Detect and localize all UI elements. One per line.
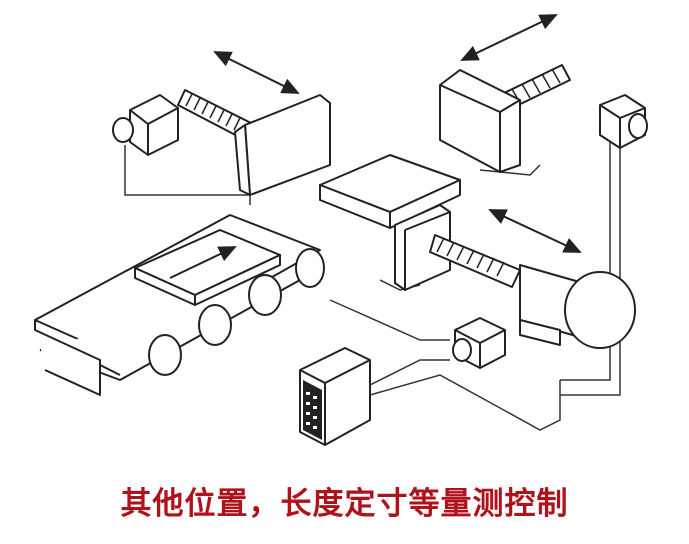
controller-keypad (303, 380, 322, 440)
roller (148, 334, 182, 376)
bottom-camera-sensor (452, 317, 506, 369)
right-pusher-plate (439, 14, 571, 173)
center-pusher-motor (394, 204, 636, 349)
signal-wires (124, 140, 621, 431)
roller (198, 304, 232, 346)
right-motion-arrow (460, 14, 558, 61)
left-motion-arrow (213, 51, 300, 94)
center-motion-arrow (488, 209, 582, 253)
controller-unit (299, 347, 371, 446)
right-camera-sensor (599, 94, 648, 149)
conveyor-belt (34, 214, 325, 396)
roller (295, 248, 325, 288)
center-platform (319, 154, 461, 229)
workpiece (134, 229, 281, 306)
conveyor-direction-arrow (169, 246, 237, 279)
motor-face (564, 271, 636, 349)
left-pusher-plate (177, 51, 331, 196)
diagram-caption: 其他位置，长度定寸等量测控制 (120, 486, 569, 522)
roller (248, 274, 282, 316)
center-screw (429, 234, 521, 288)
left-camera-sensor (112, 94, 179, 156)
